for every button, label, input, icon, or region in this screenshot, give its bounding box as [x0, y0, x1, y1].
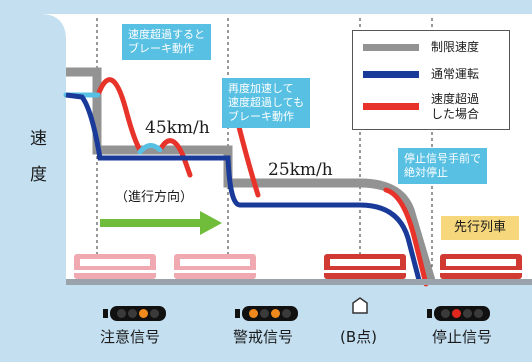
overspeed-curve-4	[383, 187, 429, 287]
speed-axis-char-1: 速	[30, 129, 47, 149]
callout-overspeed-brake: 速度超過すると ブレーキ動作	[122, 24, 211, 60]
signal-lamp-off	[150, 309, 159, 318]
preceding-train-tag: 先行列車	[441, 216, 519, 240]
legend-label: 速度超過 した場合	[431, 92, 480, 121]
signal-lamp-off	[474, 309, 483, 318]
signal-label-caution: 注意信号	[100, 328, 161, 346]
reaccel-curve-2	[137, 143, 163, 155]
signal-lamp-off	[463, 309, 472, 318]
train-preceding	[440, 254, 522, 279]
train-faded-1	[74, 254, 156, 279]
callout-line: 速度超過しても	[228, 96, 305, 109]
callout-line: ブレーキ動作	[228, 110, 294, 123]
signal-lamp-off	[282, 309, 291, 318]
overspeed-curve-1	[95, 77, 143, 153]
signal-label-warning: 警戒信号	[233, 328, 294, 346]
signal-label-b-point: (B点)	[340, 328, 377, 346]
train-active	[324, 254, 406, 279]
callout-reaccel-brake: 再度加速して 速度超過しても ブレーキ動作	[222, 78, 311, 128]
signal-post	[235, 309, 240, 318]
normal-operation-line	[65, 92, 423, 285]
chart-area-corner	[40, 14, 66, 40]
legend-swatch	[363, 71, 419, 78]
speed-label-45: 45km/h	[145, 118, 210, 138]
signal-lamp-red	[452, 309, 461, 318]
legend-label: 通常運転	[431, 67, 480, 81]
callout-line: 速度超過すると	[128, 28, 205, 41]
callout-line: 絶対停止	[404, 166, 448, 179]
signal-lamp-yellow	[249, 309, 258, 318]
speed-axis-char-2: 度	[30, 165, 47, 185]
legend: 制限速度 通常運転 速度超過 した場合	[352, 30, 510, 130]
direction-arrow	[100, 211, 222, 235]
track-bed	[66, 279, 532, 285]
b-point-marker-icon	[352, 297, 368, 314]
signal-lamp-yellow	[271, 309, 280, 318]
signal-head	[242, 306, 298, 321]
signal-label-stop: 停止信号	[432, 328, 493, 346]
callout-absolute-stop: 停止信号手前で 絶対停止	[398, 148, 487, 184]
speed-label-25: 25km/h	[268, 160, 333, 180]
signal-lamp-off	[260, 309, 269, 318]
signal-head	[110, 306, 166, 321]
legend-swatch	[363, 103, 419, 110]
direction-label: （進行方向）	[115, 190, 194, 205]
signal-post	[103, 309, 108, 318]
signal-head	[434, 306, 490, 321]
legend-swatch	[363, 44, 419, 51]
train-faded-2	[174, 254, 256, 279]
signal-lamp-off	[128, 309, 137, 318]
callout-line: ブレーキ動作	[128, 42, 194, 55]
speed-limit-line	[66, 67, 437, 286]
signal-lamp-off	[441, 309, 450, 318]
signal-lamp-off	[117, 309, 126, 318]
callout-line: 停止信号手前で	[404, 152, 481, 165]
signal-post	[427, 309, 432, 318]
callout-line: 再度加速して	[228, 82, 294, 95]
signal-lamp-yellow	[139, 309, 148, 318]
legend-label: 制限速度	[431, 40, 480, 54]
